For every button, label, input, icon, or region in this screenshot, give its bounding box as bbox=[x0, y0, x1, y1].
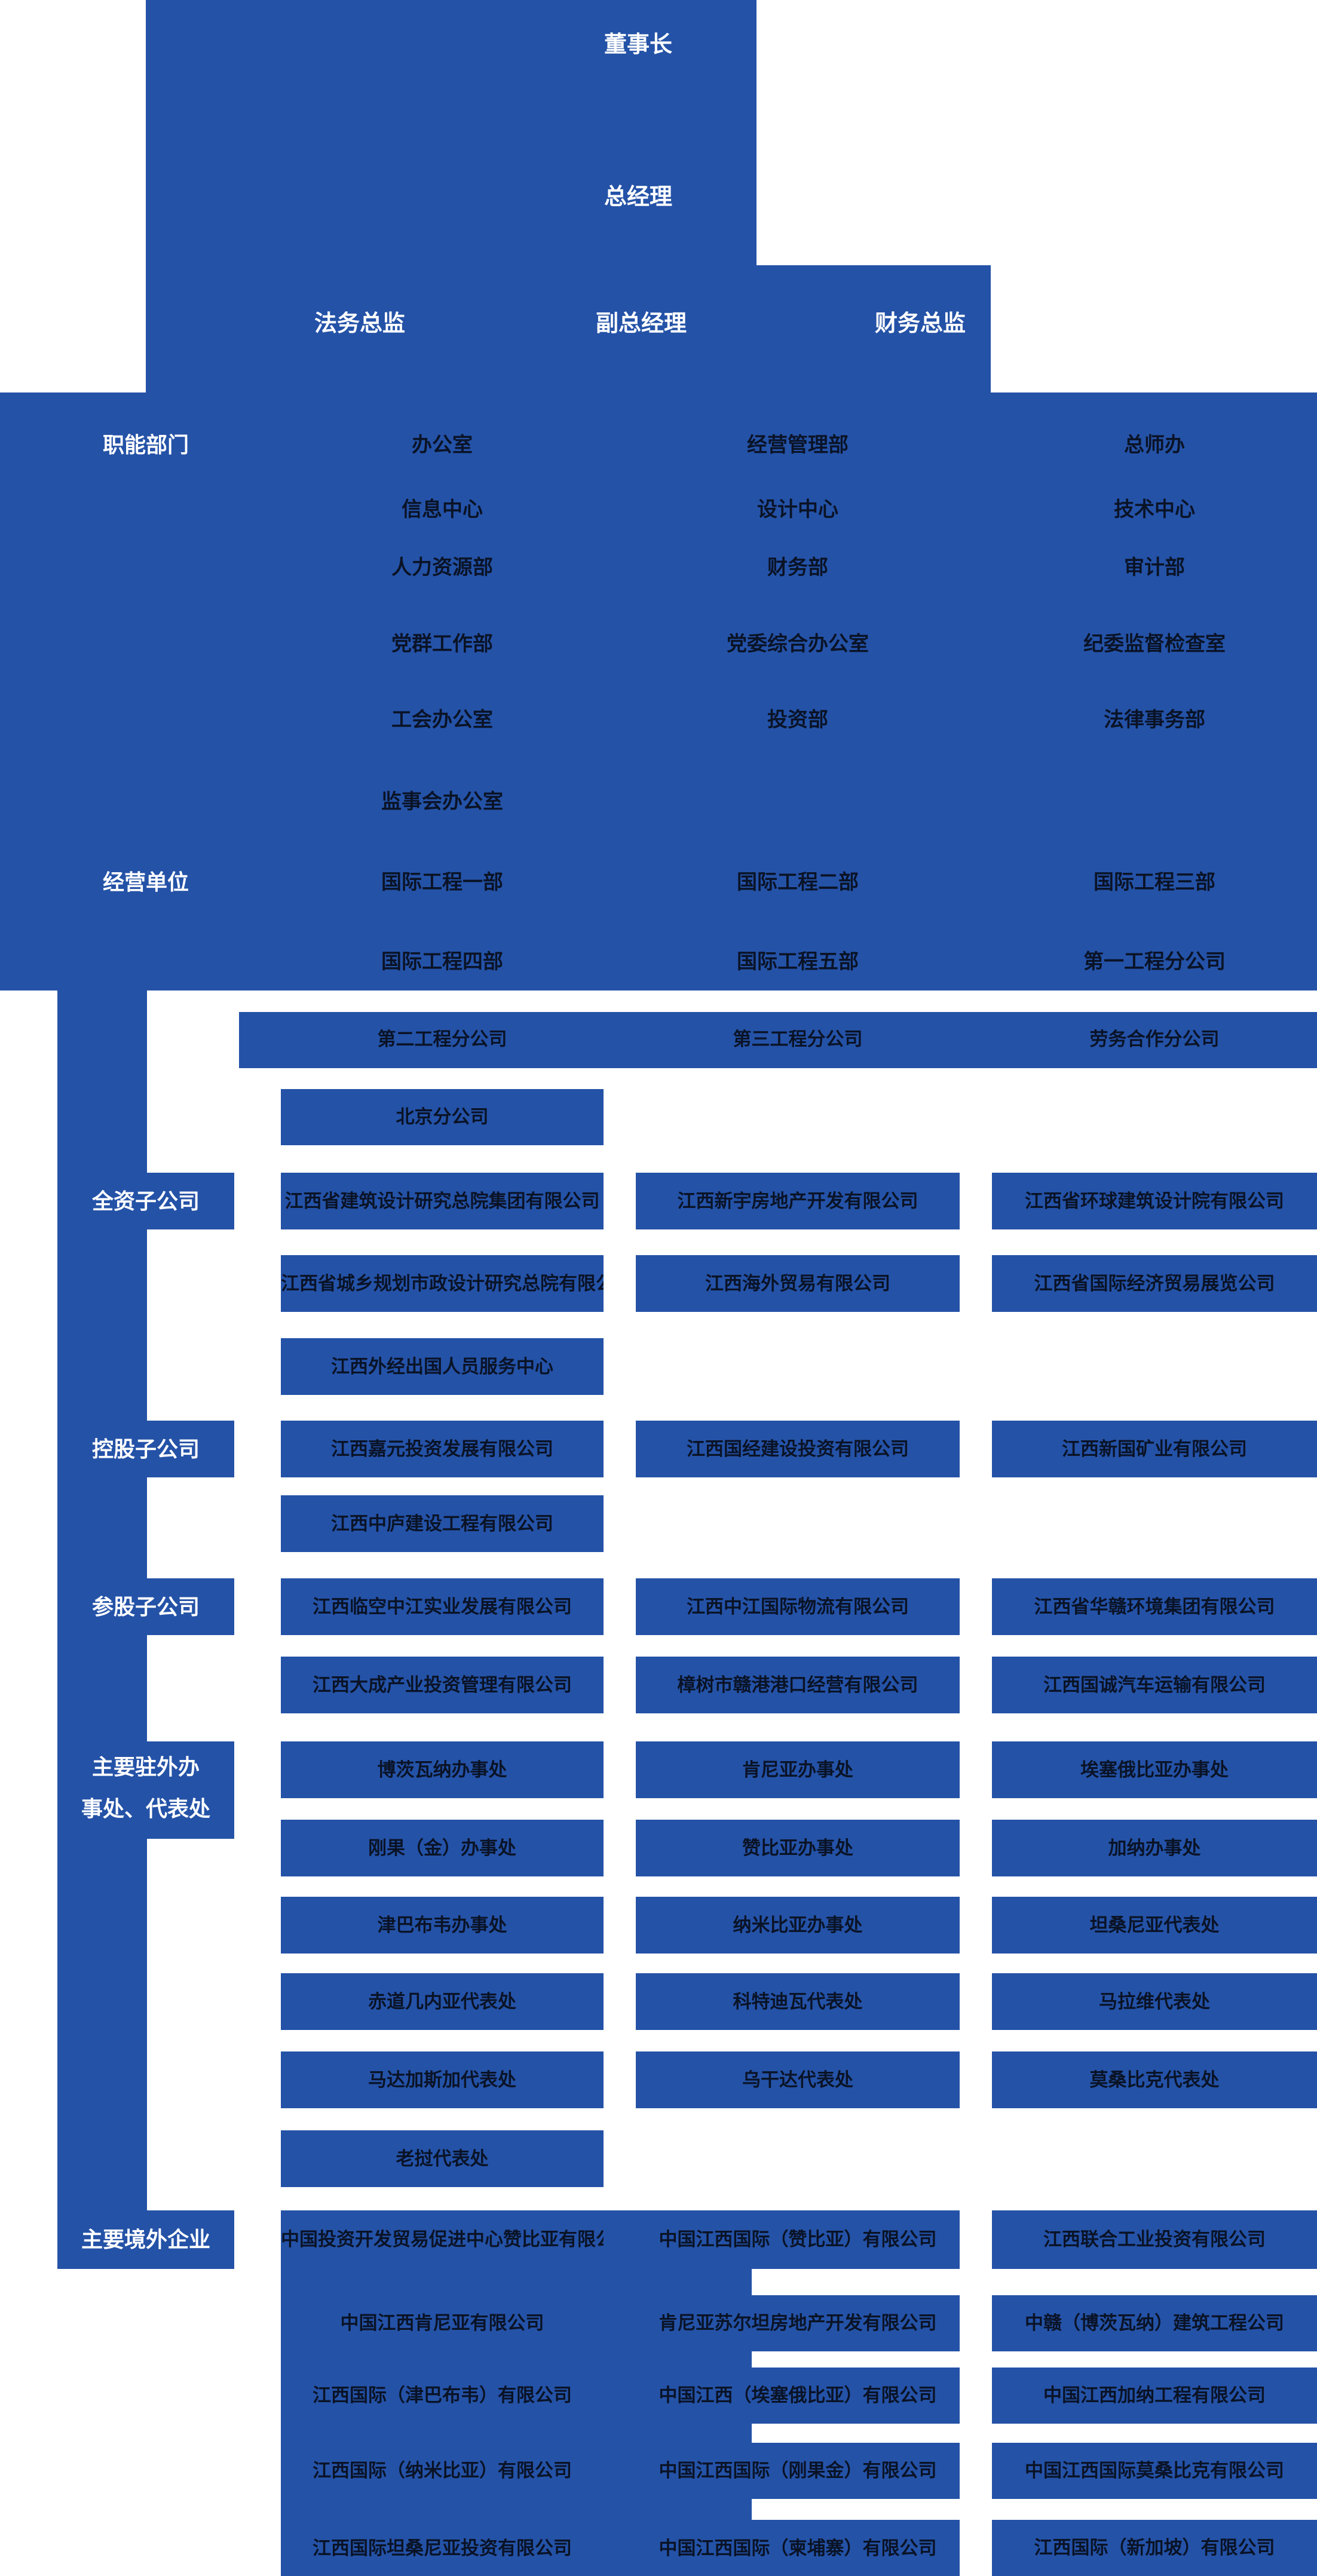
org-node-overseas-offices: 肯尼亚办事处 bbox=[636, 1741, 960, 1798]
dept-business-units: 国际工程四部 bbox=[381, 950, 503, 973]
top-panel bbox=[146, 0, 756, 392]
dept-functional-departments: 工会办公室 bbox=[391, 709, 493, 731]
dept-business-units: 国际工程三部 bbox=[1094, 871, 1215, 894]
org-node-branch-companies: 北京分公司 bbox=[281, 1089, 604, 1145]
dept-business-units: 国际工程一部 bbox=[381, 871, 503, 894]
org-node-overseas-offices: 埃塞俄比亚办事处 bbox=[992, 1741, 1317, 1798]
org-node-equity-subsidiaries: 樟树市赣港港口经营有限公司 bbox=[636, 1656, 960, 1713]
org-node-equity-subsidiaries: 江西临空中江实业发展有限公司 bbox=[281, 1578, 604, 1635]
org-node-overseas-offices: 马拉维代表处 bbox=[992, 1973, 1317, 2030]
org-node-holding-subsidiaries: 江西中庐建设工程有限公司 bbox=[281, 1495, 604, 1552]
org-node-overseas-enterprises: 江西国际坦桑尼亚投资有限公司 bbox=[313, 2538, 572, 2559]
dept-functional-departments: 投资部 bbox=[767, 709, 828, 731]
org-node-overseas-offices: 加纳办事处 bbox=[992, 1819, 1317, 1876]
section-label-wholly-owned-subsidiaries: 全资子公司 bbox=[57, 1173, 234, 1229]
org-node-holding-subsidiaries: 江西嘉元投资发展有限公司 bbox=[281, 1420, 604, 1477]
dept-functional-departments: 法律事务部 bbox=[1104, 709, 1205, 731]
org-node-overseas-offices: 马达加斯加代表处 bbox=[281, 2051, 604, 2108]
org-node-wholly-owned-subsidiaries: 江西海外贸易有限公司 bbox=[636, 1255, 960, 1312]
org-node-overseas-offices: 莫桑比克代表处 bbox=[992, 2051, 1317, 2108]
dept-functional-departments: 人力资源部 bbox=[391, 556, 493, 579]
dept-functional-departments: 技术中心 bbox=[1114, 498, 1195, 521]
org-node-overseas-offices: 津巴布韦办事处 bbox=[281, 1896, 604, 1954]
dept-functional-departments: 总师办 bbox=[1124, 434, 1185, 456]
dept-functional-departments: 党委综合办公室 bbox=[727, 633, 869, 655]
org-node-overseas-enterprises: 中赣（博茨瓦纳）建筑工程公司 bbox=[992, 2295, 1317, 2351]
org-node-wholly-owned-subsidiaries: 江西省环球建筑设计院有限公司 bbox=[992, 1172, 1317, 1229]
org-node-overseas-offices: 坦桑尼亚代表处 bbox=[992, 1896, 1317, 1954]
chairman-title: 董事长 bbox=[604, 32, 672, 57]
org-node-wholly-owned-subsidiaries: 江西外经出国人员服务中心 bbox=[281, 1338, 604, 1395]
org-node-overseas-offices: 刚果（金）办事处 bbox=[281, 1819, 604, 1876]
org-node-overseas-enterprises: 肯尼亚苏尔坦房地产开发有限公司 bbox=[658, 2313, 937, 2333]
org-node-equity-subsidiaries: 江西国诚汽车运输有限公司 bbox=[992, 1656, 1317, 1713]
org-node-branch-companies: 劳务合作分公司 bbox=[1089, 1029, 1220, 1050]
finance-director-panel bbox=[756, 265, 991, 392]
dept-functional-departments: 党群工作部 bbox=[391, 633, 493, 655]
dept-business-units: 国际工程二部 bbox=[737, 871, 859, 894]
org-node-wholly-owned-subsidiaries: 江西省建筑设计研究总院集团有限公司 bbox=[281, 1172, 604, 1229]
org-node-overseas-enterprises: 中国投资开发贸易促进中心赞比亚有限公司 bbox=[281, 2229, 604, 2250]
org-node-overseas-enterprises: 中国江西加纳工程有限公司 bbox=[992, 2368, 1317, 2424]
section-label-overseas-offices: 主要驻外办事处、代表处 bbox=[57, 1741, 234, 1839]
org-node-overseas-enterprises: 中国江西国际（赞比亚）有限公司 bbox=[658, 2229, 937, 2250]
dept-functional-departments: 纪委监督检查室 bbox=[1083, 633, 1226, 655]
org-node-overseas-enterprises: 江西联合工业投资有限公司 bbox=[992, 2210, 1317, 2269]
dept-functional-departments: 设计中心 bbox=[757, 498, 838, 521]
general-manager-title: 总经理 bbox=[604, 185, 672, 210]
finance-director-title: 财务总监 bbox=[874, 311, 966, 336]
org-node-branch-companies: 第二工程分公司 bbox=[377, 1029, 507, 1050]
panel-gap bbox=[752, 2351, 960, 2368]
main-panel bbox=[0, 392, 1317, 990]
org-node-wholly-owned-subsidiaries: 江西新宇房地产开发有限公司 bbox=[636, 1172, 960, 1229]
org-node-holding-subsidiaries: 江西国经建设投资有限公司 bbox=[636, 1420, 960, 1477]
panel-gap bbox=[752, 2499, 960, 2520]
section-label-equity-subsidiaries: 参股子公司 bbox=[57, 1578, 234, 1635]
panel-gap bbox=[752, 2269, 960, 2295]
branch-bar-panel bbox=[239, 1012, 1317, 1068]
dept-business-units: 国际工程五部 bbox=[737, 950, 859, 973]
section-label-holding-subsidiaries: 控股子公司 bbox=[57, 1421, 234, 1477]
section-label-functional-departments: 职能部门 bbox=[102, 433, 189, 457]
org-node-overseas-offices: 乌干达代表处 bbox=[636, 2051, 960, 2108]
org-node-overseas-offices: 赤道几内亚代表处 bbox=[281, 1973, 604, 2030]
org-node-overseas-enterprises: 江西国际（津巴布韦）有限公司 bbox=[313, 2385, 572, 2406]
org-node-holding-subsidiaries: 江西新国矿业有限公司 bbox=[992, 1420, 1317, 1477]
org-node-equity-subsidiaries: 江西大成产业投资管理有限公司 bbox=[281, 1656, 604, 1713]
dept-functional-departments: 信息中心 bbox=[402, 498, 483, 521]
org-node-overseas-enterprises: 江西国际（纳米比亚）有限公司 bbox=[313, 2460, 572, 2481]
org-node-overseas-enterprises: 中国江西国际莫桑比克有限公司 bbox=[992, 2443, 1317, 2499]
org-node-equity-subsidiaries: 江西省华赣环境集团有限公司 bbox=[992, 1578, 1317, 1635]
org-node-equity-subsidiaries: 江西中江国际物流有限公司 bbox=[636, 1578, 960, 1635]
dept-functional-departments: 监事会办公室 bbox=[381, 790, 503, 813]
dept-business-units: 第一工程分公司 bbox=[1083, 950, 1226, 973]
org-node-overseas-offices: 博茨瓦纳办事处 bbox=[281, 1741, 604, 1798]
org-node-wholly-owned-subsidiaries: 江西省城乡规划市政设计研究总院有限公司 bbox=[281, 1255, 604, 1312]
dept-functional-departments: 财务部 bbox=[767, 556, 828, 579]
dept-functional-departments: 办公室 bbox=[412, 434, 473, 456]
org-node-overseas-enterprises: 中国江西国际（柬埔寨）有限公司 bbox=[658, 2538, 937, 2559]
org-node-overseas-enterprises: 中国江西肯尼亚有限公司 bbox=[340, 2313, 544, 2333]
section-label-business-units: 经营单位 bbox=[102, 870, 189, 894]
section-label-line: 主要驻外办 bbox=[91, 1755, 200, 1779]
org-node-overseas-enterprises: 中国江西国际（刚果金）有限公司 bbox=[658, 2460, 937, 2481]
org-node-overseas-offices: 科特迪瓦代表处 bbox=[636, 1973, 960, 2030]
section-label-overseas-enterprises: 主要境外企业 bbox=[57, 2210, 234, 2269]
dept-functional-departments: 经营管理部 bbox=[747, 434, 849, 456]
panel-gap bbox=[752, 2424, 960, 2443]
section-label-line: 事处、代表处 bbox=[81, 1796, 210, 1821]
org-node-branch-companies: 第三工程分公司 bbox=[733, 1029, 863, 1050]
dept-functional-departments: 审计部 bbox=[1124, 556, 1185, 579]
deputy-general-manager-title: 副总经理 bbox=[595, 311, 687, 336]
org-node-overseas-offices: 赞比亚办事处 bbox=[636, 1819, 960, 1876]
org-node-wholly-owned-subsidiaries: 江西省国际经济贸易展览公司 bbox=[992, 1255, 1317, 1312]
org-node-overseas-offices: 老挝代表处 bbox=[281, 2130, 604, 2187]
org-node-overseas-offices: 纳米比亚办事处 bbox=[636, 1896, 960, 1954]
org-node-overseas-enterprises: 江西国际（新加坡）有限公司 bbox=[992, 2520, 1317, 2576]
legal-director-title: 法务总监 bbox=[314, 311, 405, 336]
org-node-overseas-enterprises: 中国江西（埃塞俄比亚）有限公司 bbox=[658, 2385, 937, 2406]
